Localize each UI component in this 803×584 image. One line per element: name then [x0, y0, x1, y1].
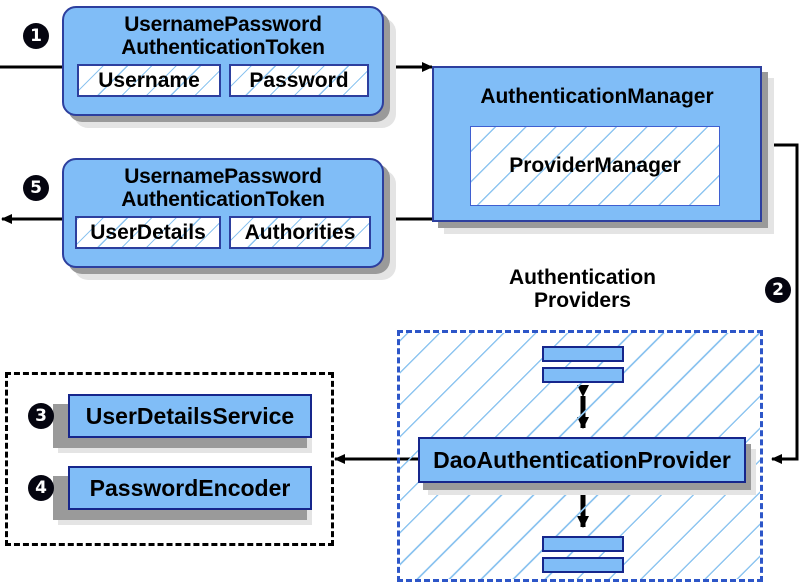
- provider-manager-box[interactable]: ProviderManager: [470, 126, 720, 206]
- request-token-title-line1: UsernamePassword: [124, 13, 322, 36]
- provider-placeholder-bar-3: [542, 536, 624, 552]
- response-token-title: UsernamePassword AuthenticationToken: [64, 160, 382, 211]
- authentication-providers-title-line1: Authentication: [509, 266, 656, 289]
- badge-3: 3: [28, 403, 54, 429]
- request-token-title: UsernamePassword AuthenticationToken: [64, 8, 382, 59]
- passwordencoder-box[interactable]: PasswordEncoder: [68, 466, 312, 510]
- authorities-field[interactable]: Authorities: [229, 216, 371, 250]
- userdetailsservice-label: UserDetailsService: [85, 402, 295, 429]
- dao-authentication-provider-label: DaoAuthenticationProvider: [433, 446, 731, 473]
- manager-to-provider-path: [762, 143, 799, 464]
- userdetails-field-label: UserDetails: [90, 220, 206, 244]
- response-token-title-line1: UsernamePassword: [124, 165, 322, 188]
- dao-authentication-provider-box[interactable]: DaoAuthenticationProvider: [418, 437, 746, 483]
- badge-1: 1: [23, 23, 49, 49]
- request-token-box[interactable]: UsernamePassword AuthenticationToken Use…: [62, 6, 384, 116]
- username-field[interactable]: Username: [77, 64, 221, 98]
- username-field-hatch: [79, 66, 219, 96]
- provider-manager-label: ProviderManager: [509, 154, 681, 177]
- provider-placeholder-bar-1: [542, 346, 624, 362]
- password-field[interactable]: Password: [229, 64, 369, 98]
- authentication-providers-title: Authentication Providers: [470, 266, 695, 312]
- authentication-manager-title: AuthenticationManager: [480, 85, 714, 108]
- request-token-title-line2: AuthenticationToken: [121, 35, 325, 59]
- provider-placeholder-bar-2: [542, 367, 624, 383]
- password-field-hatch: [231, 66, 367, 96]
- authentication-manager-box[interactable]: AuthenticationManager ProviderManager: [432, 66, 762, 222]
- userdetails-field[interactable]: UserDetails: [75, 216, 221, 250]
- request-token-fields: Username Password: [64, 59, 382, 98]
- badge-5: 5: [23, 175, 49, 201]
- password-field-label: Password: [249, 68, 349, 92]
- username-field-label: Username: [98, 68, 200, 92]
- provider-manager-hatch: [471, 127, 719, 205]
- response-token-box[interactable]: UsernamePassword AuthenticationToken Use…: [62, 158, 384, 268]
- authorities-field-label: Authorities: [244, 220, 356, 244]
- response-token-fields: UserDetails Authorities: [64, 211, 382, 250]
- userdetailsservice-box[interactable]: UserDetailsService: [68, 394, 312, 438]
- authentication-providers-title-line2: Providers: [534, 289, 631, 313]
- provider-placeholder-bar-4: [542, 557, 624, 573]
- badge-2: 2: [765, 277, 791, 303]
- userdetails-field-hatch: [77, 218, 219, 248]
- response-token-title-line2: AuthenticationToken: [121, 187, 325, 211]
- authorities-field-hatch: [231, 218, 369, 248]
- passwordencoder-label: PasswordEncoder: [89, 474, 291, 501]
- badge-4: 4: [28, 475, 54, 501]
- services-container: [5, 372, 334, 546]
